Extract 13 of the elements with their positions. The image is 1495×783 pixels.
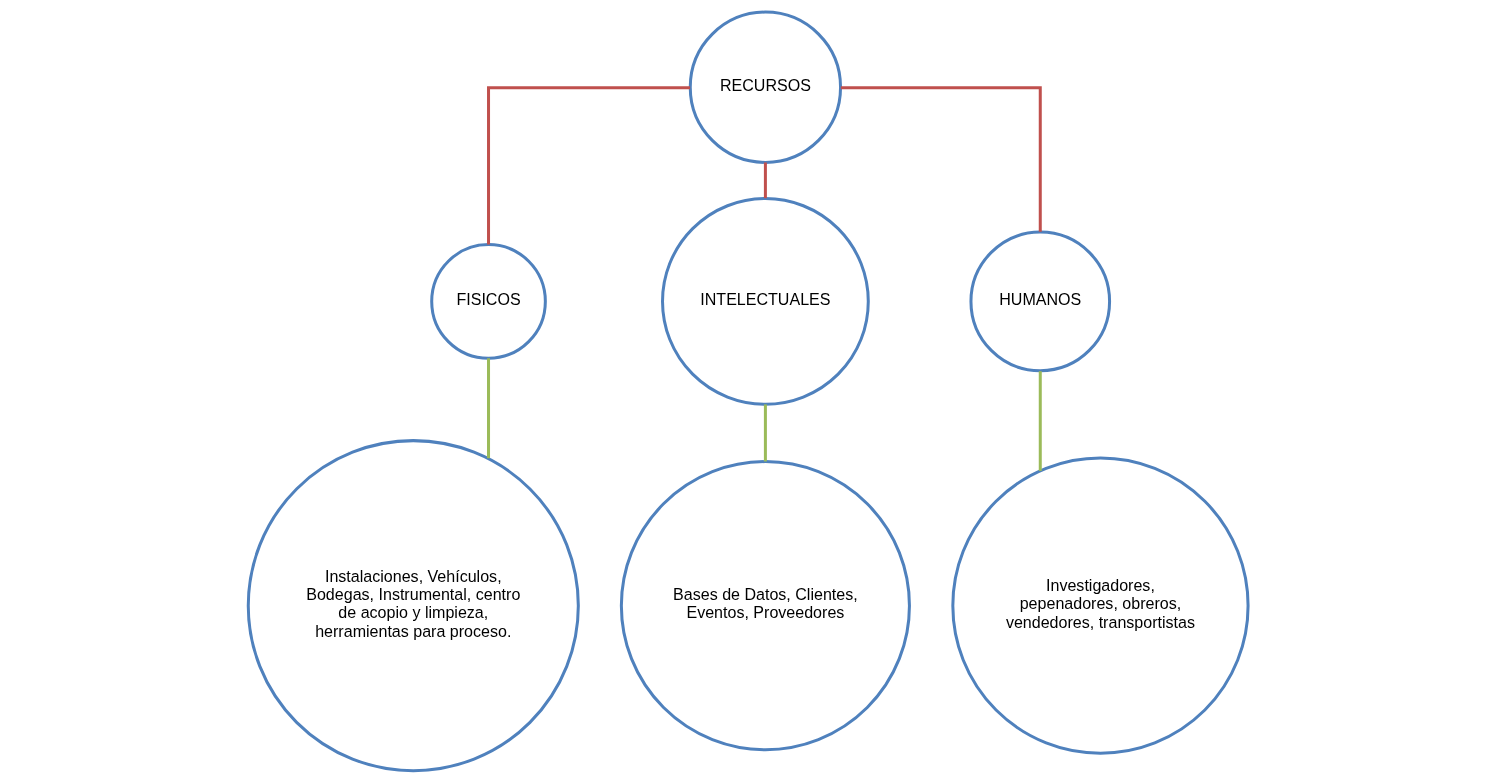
node-circle: Bases de Datos, Clientes, Eventos, Proveedores bbox=[619, 460, 911, 752]
node-circle: INTELECTUALES bbox=[660, 197, 870, 406]
node-circle: HUMANOS bbox=[968, 230, 1111, 373]
node-circle: Investigadores, pepenadores, obreros, vendedores, transportistas bbox=[950, 456, 1250, 755]
node-circle: Instalaciones, Vehículos, Bodegas, Instrumental, centro de acopio y limpieza, herramientas para proceso. bbox=[246, 439, 580, 773]
node-circle: RECURSOS bbox=[688, 10, 842, 164]
connector bbox=[1038, 371, 1042, 471]
node-circle: FISICOS bbox=[429, 243, 547, 360]
connector bbox=[763, 404, 767, 462]
connector bbox=[486, 86, 690, 245]
connector bbox=[763, 162, 767, 199]
connector bbox=[486, 358, 490, 459]
connector bbox=[840, 86, 1042, 232]
